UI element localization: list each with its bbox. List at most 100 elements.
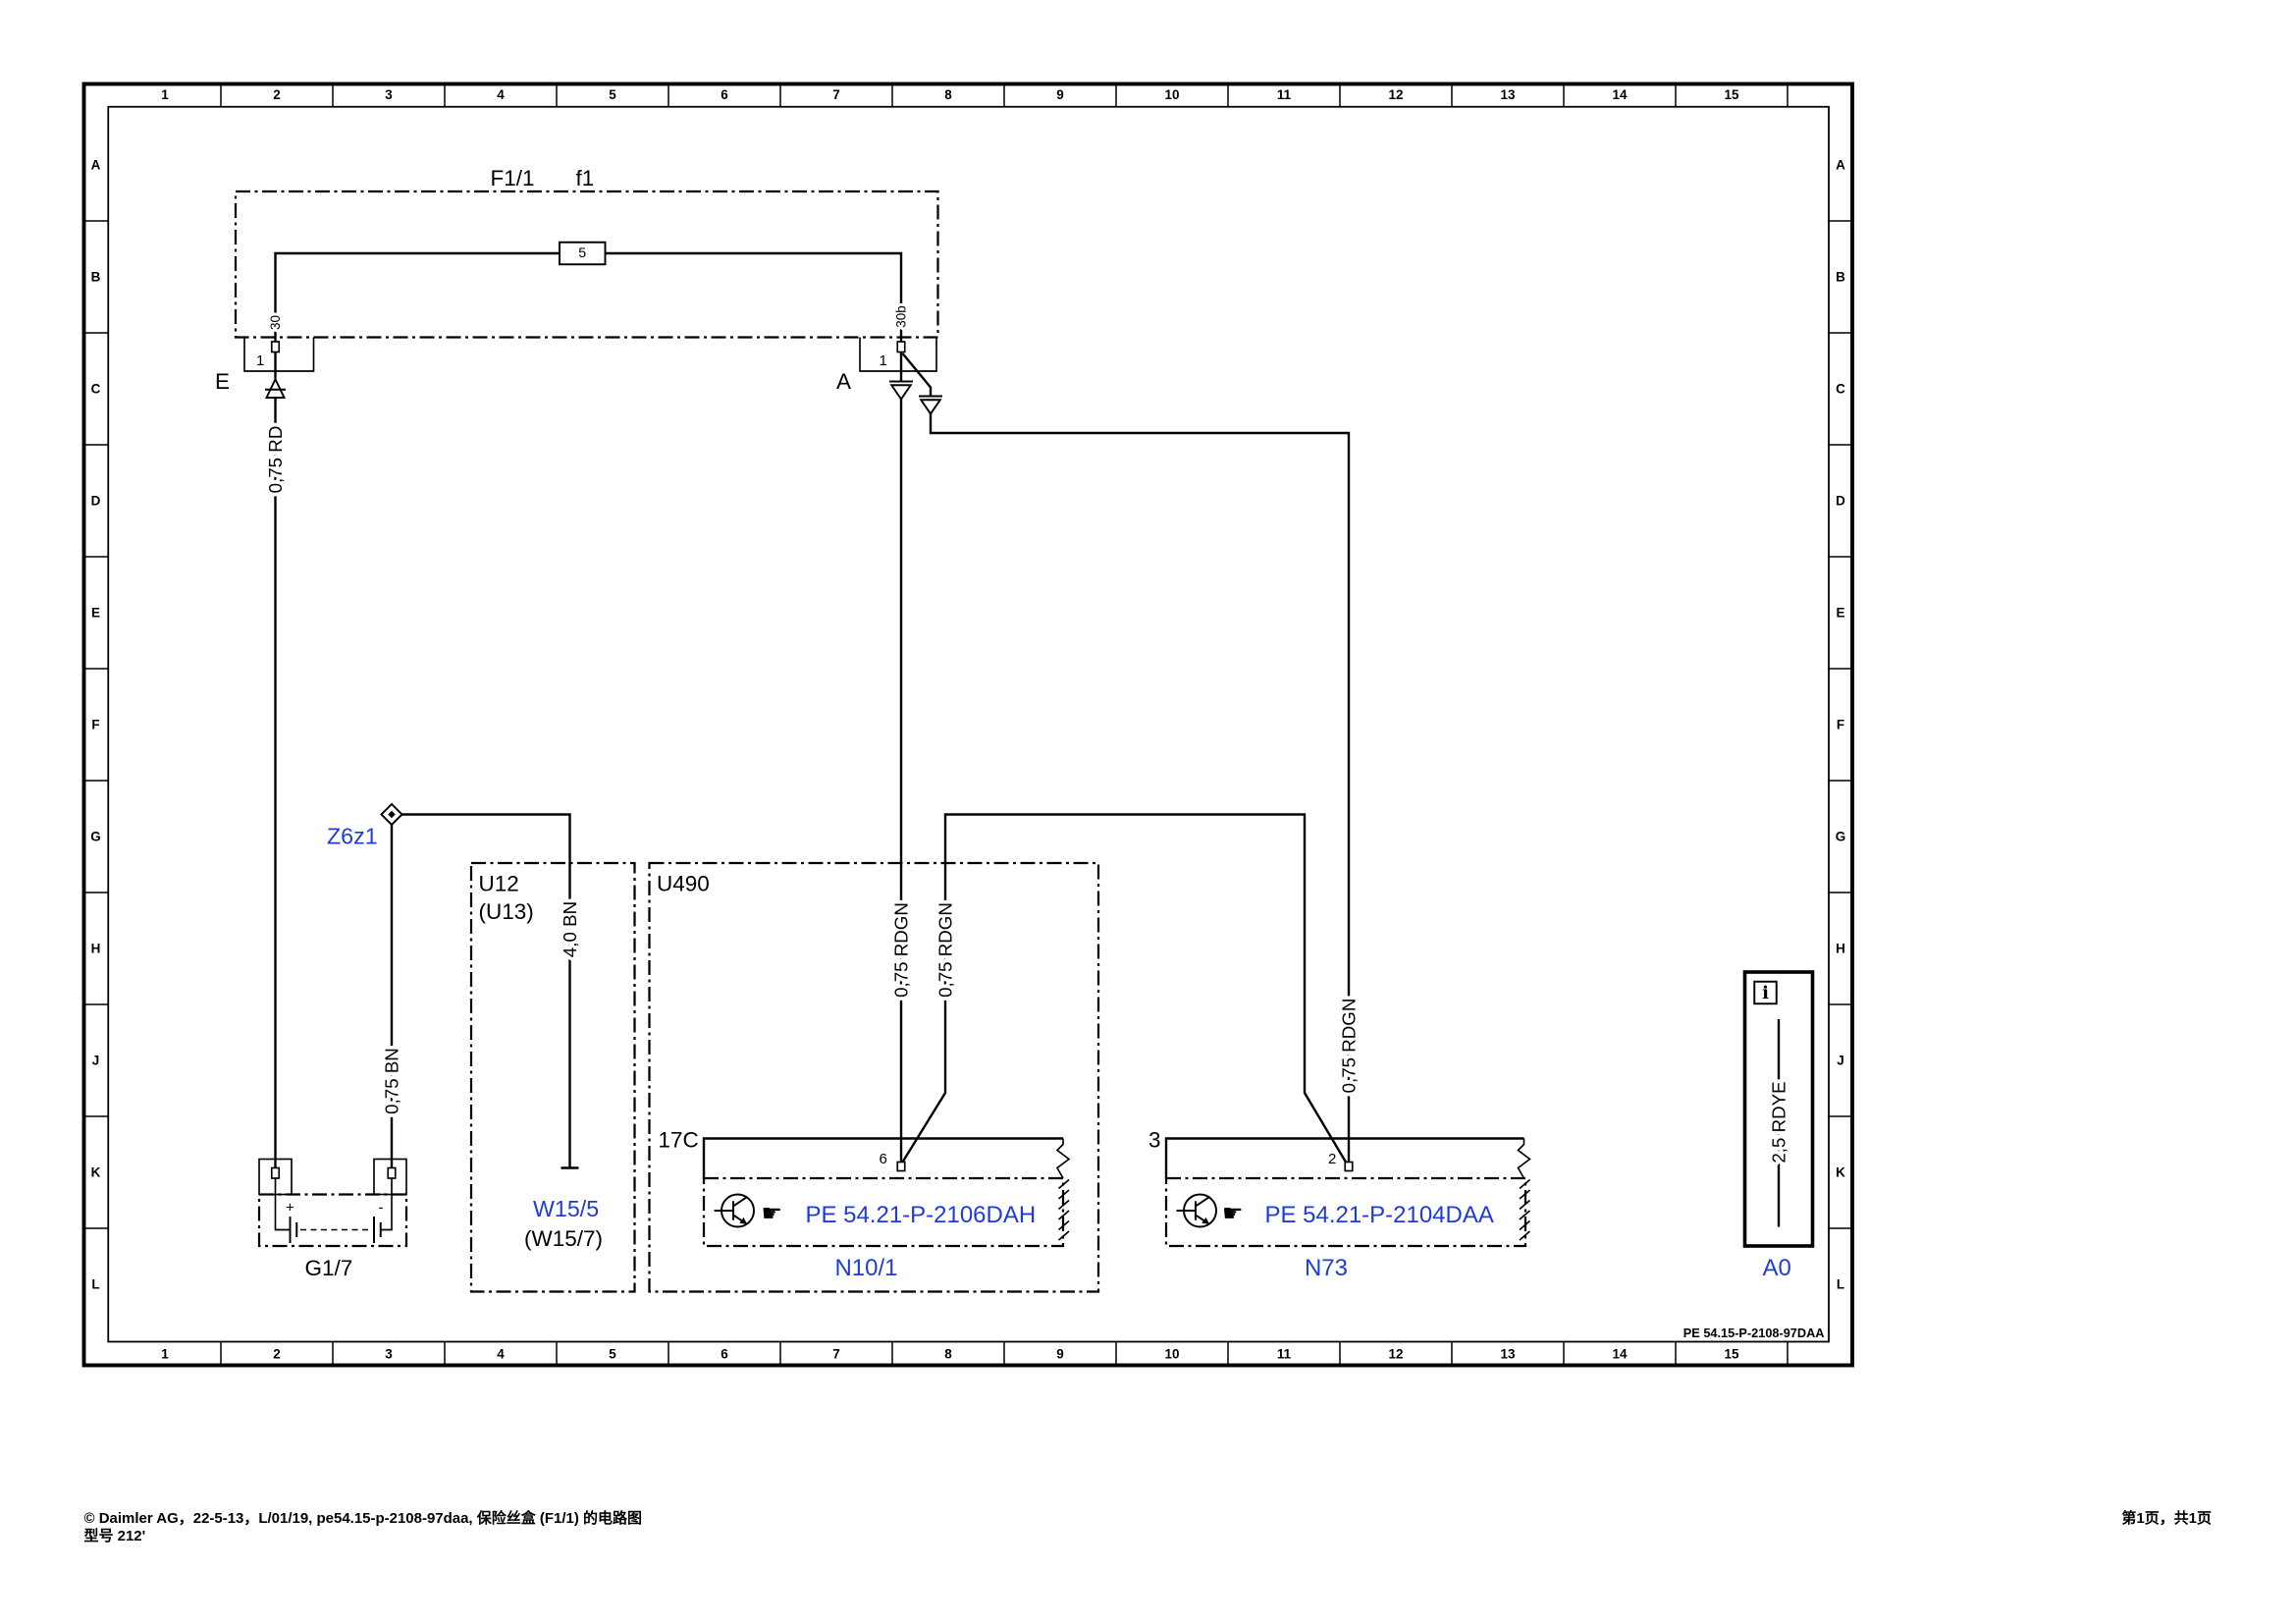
- control-unit-n73: 3 2 ☛ PE 54.21-P-2104DAA N73: [1148, 1127, 1531, 1281]
- column-number-top: 13: [1501, 87, 1516, 102]
- connector-e-pin-number: 1: [256, 352, 264, 369]
- footer-source-line: © Daimler AG，22-5-13，L/01/19, pe54.15-p-…: [84, 1509, 642, 1527]
- n10-outline: [702, 1176, 1065, 1248]
- battery-internal-leads: [274, 1177, 393, 1231]
- n73-reference-link[interactable]: PE 54.21-P-2104DAA: [1265, 1202, 1494, 1228]
- info-icon[interactable]: i: [1753, 980, 1778, 1005]
- column-number-bottom: 13: [1501, 1347, 1516, 1362]
- column-number-top: 15: [1725, 87, 1739, 102]
- column-number-top: 8: [944, 87, 952, 102]
- column-number-top: 12: [1389, 87, 1404, 102]
- column-number-bottom: 11: [1277, 1347, 1292, 1362]
- page-footer: © Daimler AG，22-5-13，L/01/19, pe54.15-p-…: [84, 1509, 2213, 1544]
- column-number-bottom: 12: [1389, 1347, 1404, 1362]
- info-box-a0: i 2,5 RDYE A0: [1742, 970, 1815, 1281]
- footer-model-line: 型号 212': [84, 1527, 146, 1544]
- column-number-top: 9: [1056, 87, 1064, 102]
- row-letter-left: E: [91, 605, 100, 620]
- row-letter-right: L: [1837, 1276, 1844, 1291]
- n10-break-hatch: [1057, 1178, 1070, 1241]
- wire-ground-w15: [401, 813, 571, 1168]
- wire-label-n73-supply: 0,75 RDGN: [1339, 999, 1360, 1094]
- row-letter-right: C: [1836, 381, 1845, 396]
- frame-outer-border: [81, 81, 1854, 1368]
- column-number-bottom: 7: [832, 1347, 839, 1362]
- ground-point-name[interactable]: Z6z1: [327, 823, 378, 848]
- row-letter-right: B: [1836, 269, 1845, 284]
- control-unit-n10-1: 17C 6 ☛ PE 54.21-P-2106DAH N10/1: [659, 1127, 1071, 1281]
- frame-grid-dividers: [83, 83, 1853, 1366]
- fuse-wire-terminal-30b: [605, 251, 903, 342]
- n10-name[interactable]: N10/1: [835, 1255, 898, 1281]
- module-u12: U12 (U13) W15/5 (W15/7): [469, 861, 636, 1293]
- column-number-bottom: 10: [1165, 1347, 1180, 1362]
- column-number-top: 11: [1277, 87, 1292, 102]
- wire-n10-n73-link: [901, 813, 1348, 1164]
- battery-cell-icon: [289, 1216, 382, 1243]
- row-letter-left: L: [91, 1276, 99, 1291]
- battery-g1-7: + - G1/7: [257, 1158, 408, 1280]
- column-number-top: 3: [385, 87, 393, 102]
- connector-socket-icon: [889, 380, 914, 402]
- row-letter-left: K: [91, 1164, 101, 1179]
- row-letter-right: F: [1837, 717, 1844, 731]
- hand-pointer-icon[interactable]: ☛: [762, 1199, 783, 1226]
- column-number-bottom: 3: [385, 1347, 393, 1362]
- n73-connector-label: 3: [1148, 1127, 1161, 1152]
- module-u12-alt-name: (U13): [479, 899, 534, 924]
- row-letter-right: D: [1836, 493, 1845, 508]
- battery-plus-sign: +: [286, 1199, 294, 1216]
- ground-w15-5-link[interactable]: W15/5: [533, 1196, 599, 1221]
- column-number-bottom: 1: [161, 1347, 169, 1362]
- n73-name[interactable]: N73: [1305, 1255, 1348, 1281]
- connector-a-housing: [859, 337, 937, 372]
- connector-a-pin-number: 1: [880, 352, 887, 369]
- module-u12-outline: [469, 861, 636, 1293]
- row-letter-right: H: [1836, 941, 1845, 955]
- n10-connector-label: 17C: [659, 1127, 699, 1152]
- column-number-top: 5: [609, 87, 616, 102]
- n10-connector-edge: [702, 1137, 1064, 1178]
- row-letter-right: J: [1837, 1053, 1843, 1067]
- connector-a-pin: [896, 341, 906, 353]
- fuse-element: [559, 241, 607, 266]
- column-number-top: 10: [1165, 87, 1180, 102]
- row-letter-left: D: [91, 493, 101, 508]
- fuse-box-outline: [234, 189, 939, 339]
- row-letter-left: G: [90, 829, 101, 843]
- connector-a-label: A: [836, 369, 851, 394]
- n10-pin: [896, 1161, 906, 1172]
- column-number-top: 2: [273, 87, 281, 102]
- module-u490: U490: [648, 861, 1100, 1293]
- column-number-bottom: 2: [273, 1347, 281, 1362]
- info-box-name[interactable]: A0: [1763, 1255, 1791, 1281]
- hand-pointer-icon[interactable]: ☛: [1222, 1199, 1244, 1226]
- row-letter-right: K: [1836, 1164, 1845, 1179]
- fuse-box-designation: f1: [576, 166, 595, 190]
- n10-pin-number: 6: [880, 1151, 887, 1167]
- info-wire-label: 2,5 RDYE: [1769, 1081, 1789, 1163]
- wire-label-ground-w15: 4,0 BN: [560, 901, 580, 957]
- column-number-bottom: 8: [944, 1347, 952, 1362]
- fuse-box-name: F1/1: [491, 166, 535, 190]
- n73-outline: [1164, 1176, 1527, 1248]
- fuse-box-f1-1: F1/1 f1 5 30 30b 1 E 1 A: [215, 166, 943, 416]
- terminal-30-label: 30: [268, 315, 283, 330]
- battery-minus-sign: -: [379, 1199, 384, 1216]
- column-number-top: 1: [161, 87, 169, 102]
- n73-break-hatch: [1519, 1178, 1531, 1241]
- row-letter-right: A: [1836, 157, 1845, 172]
- battery-negative-pin-housing: [373, 1158, 407, 1196]
- frame-grid-labels: 1122334455667788991010111112121313141415…: [90, 87, 1845, 1361]
- wire-label-n10-supply: 0,75 RDGN: [891, 902, 912, 998]
- module-u490-name: U490: [657, 871, 710, 895]
- n10-reference-link[interactable]: PE 54.21-P-2106DAH: [806, 1202, 1037, 1228]
- row-letter-right: G: [1836, 829, 1845, 843]
- n73-pin: [1344, 1161, 1354, 1172]
- row-letter-left: A: [91, 157, 101, 172]
- battery-positive-pin: [270, 1166, 281, 1179]
- column-number-top: 4: [497, 87, 505, 102]
- column-number-bottom: 6: [721, 1347, 728, 1362]
